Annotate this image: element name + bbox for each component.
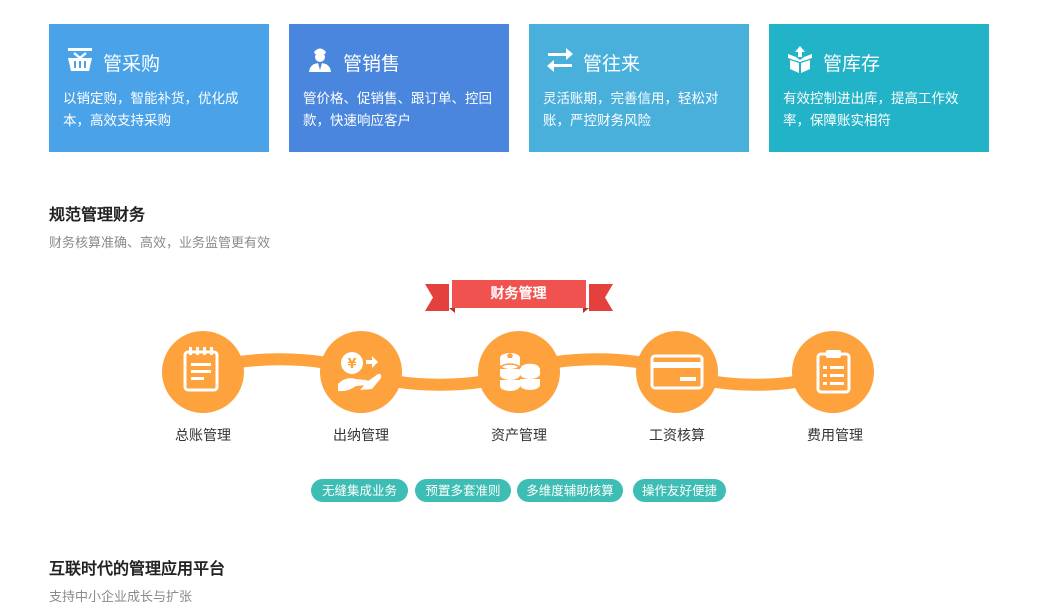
- card-inventory[interactable]: 管库存 有效控制进出库，提高工作效率，保障账实相符: [769, 24, 989, 152]
- node-label: 资产管理: [491, 428, 547, 444]
- expense-clipboard-icon: [816, 350, 851, 394]
- card-head: 管往来: [543, 40, 735, 76]
- node-label: 总账管理: [175, 428, 231, 444]
- card-purchase[interactable]: 管采购 以销定购，智能补货，优化成本，高效支持采购: [49, 24, 269, 152]
- card-description: 管价格、促销售、跟订单、控回款，快速响应客户: [303, 91, 492, 129]
- section-title: 规范管理财务: [49, 205, 146, 224]
- feature-cards: 管采购 以销定购，智能补货，优化成本，高效支持采购 管销售 管价格、促销售、跟订…: [49, 24, 989, 152]
- card-title: 管采购: [103, 53, 161, 75]
- section-title: 互联时代的管理应用平台: [49, 559, 226, 578]
- node-assets[interactable]: [478, 331, 560, 413]
- feature-tag: 多维度辅助核算: [517, 479, 623, 502]
- ribbon-banner: [425, 280, 613, 313]
- card-title: 管往来: [583, 53, 641, 75]
- feature-tag: 无缝集成业务: [311, 479, 408, 502]
- basket-icon: [63, 42, 97, 76]
- section-subtitle: 财务核算准确、高效，业务监管更有效: [49, 236, 271, 251]
- card-description: 以销定购，智能补货，优化成本，高效支持采购: [63, 91, 239, 129]
- card-title: 管销售: [343, 53, 401, 75]
- card-sales[interactable]: 管销售 管价格、促销售、跟订单、控回款，快速响应客户: [289, 24, 509, 152]
- feature-tag: 预置多套准则: [415, 479, 511, 502]
- stock-box-icon: [783, 42, 817, 76]
- salesperson-icon: [303, 42, 337, 76]
- card-head: 管销售: [303, 40, 495, 76]
- ribbon-label: 财务管理: [490, 286, 547, 302]
- coin-stack-icon: [499, 353, 541, 391]
- card-accounts[interactable]: 管往来 灵活账期，完善信用，轻松对账，严控财务风险: [529, 24, 749, 152]
- cashier-hand-icon: ¥: [338, 352, 382, 392]
- exchange-arrows-icon: [543, 42, 577, 76]
- card-title: 管库存: [823, 53, 881, 75]
- node-salary[interactable]: [636, 331, 718, 413]
- card-description: 有效控制进出库，提高工作效率，保障账实相符: [783, 91, 959, 129]
- feature-tag: 操作友好便捷: [633, 479, 726, 502]
- node-label: 工资核算: [649, 428, 705, 444]
- node-expense[interactable]: [792, 331, 874, 413]
- node-label: 费用管理: [807, 428, 863, 444]
- card-description: 灵活账期，完善信用，轻松对账，严控财务风险: [543, 91, 719, 129]
- node-label: 出纳管理: [333, 428, 389, 444]
- node-cashier[interactable]: ¥: [320, 331, 402, 413]
- card-head: 管采购: [63, 40, 255, 76]
- section-subtitle: 支持中小企业成长与扩张: [49, 590, 193, 605]
- ledger-icon: [183, 347, 219, 392]
- node-ledger[interactable]: [162, 331, 244, 413]
- card-head: 管库存: [783, 40, 975, 76]
- salary-card-icon: [650, 354, 704, 390]
- svg-text:¥: ¥: [347, 357, 356, 372]
